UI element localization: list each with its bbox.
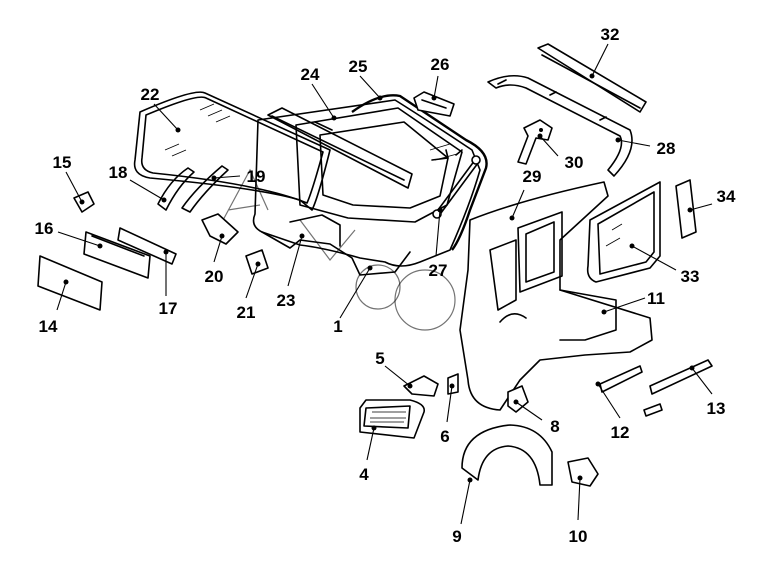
bracket-10 [567, 457, 599, 487]
hinge-bracket [517, 119, 553, 165]
callout-24: 24 [301, 65, 320, 84]
quarter-glass [586, 181, 661, 283]
tailgate-gas-strut [431, 149, 481, 219]
callout-28: 28 [657, 139, 676, 158]
callout-33: 33 [681, 267, 700, 286]
upper-trim-strip [267, 107, 413, 189]
callout-16: 16 [35, 219, 54, 238]
sill-molding [599, 365, 663, 417]
callout-22: 22 [141, 85, 160, 104]
rocker-trim-strip [649, 359, 713, 395]
callout-19: 19 [247, 167, 266, 186]
watermark [214, 168, 456, 331]
callout-1: 1 [333, 317, 342, 336]
tailgate [252, 99, 481, 276]
side-trim-19 [181, 165, 229, 213]
wheel-arch-liner [461, 424, 553, 486]
tail-lamp [359, 399, 426, 439]
callout-labels: 1 4 5 6 8 9 10 11 12 13 14 15 16 17 18 1… [35, 25, 736, 546]
roof-bar [537, 43, 647, 113]
callout-30: 30 [565, 153, 584, 172]
callout-4: 4 [359, 465, 369, 484]
callout-11: 11 [647, 289, 665, 308]
callout-26: 26 [431, 55, 450, 74]
callout-5: 5 [375, 349, 384, 368]
callout-9: 9 [452, 527, 461, 546]
callout-20: 20 [205, 267, 224, 286]
callout-23: 23 [277, 291, 296, 310]
bracket-8 [507, 385, 529, 413]
callout-17: 17 [159, 299, 178, 318]
license-plate-lamp [117, 227, 177, 265]
side-trim-18 [157, 167, 195, 211]
license-plate [37, 255, 103, 311]
callout-29: 29 [523, 167, 542, 186]
license-plate-holder [83, 231, 151, 279]
pillar-trim [675, 179, 697, 239]
callout-34: 34 [717, 187, 736, 206]
latch-20 [201, 213, 239, 245]
callout-10: 10 [569, 527, 588, 546]
roof-side-rail [487, 74, 633, 177]
callout-15: 15 [53, 153, 72, 172]
callout-6: 6 [440, 427, 449, 446]
lamp-holder [403, 375, 439, 397]
rear-body-side [459, 181, 653, 411]
callout-25: 25 [349, 57, 368, 76]
callout-21: 21 [237, 303, 256, 322]
callout-13: 13 [707, 399, 726, 418]
callout-14: 14 [39, 317, 58, 336]
high-mount-brake-light [413, 91, 455, 117]
callout-32: 32 [601, 25, 620, 44]
callout-12: 12 [611, 423, 630, 442]
callout-8: 8 [550, 417, 559, 436]
leader-lines [56, 43, 713, 525]
callout-18: 18 [109, 163, 128, 182]
callout-27: 27 [429, 261, 448, 280]
